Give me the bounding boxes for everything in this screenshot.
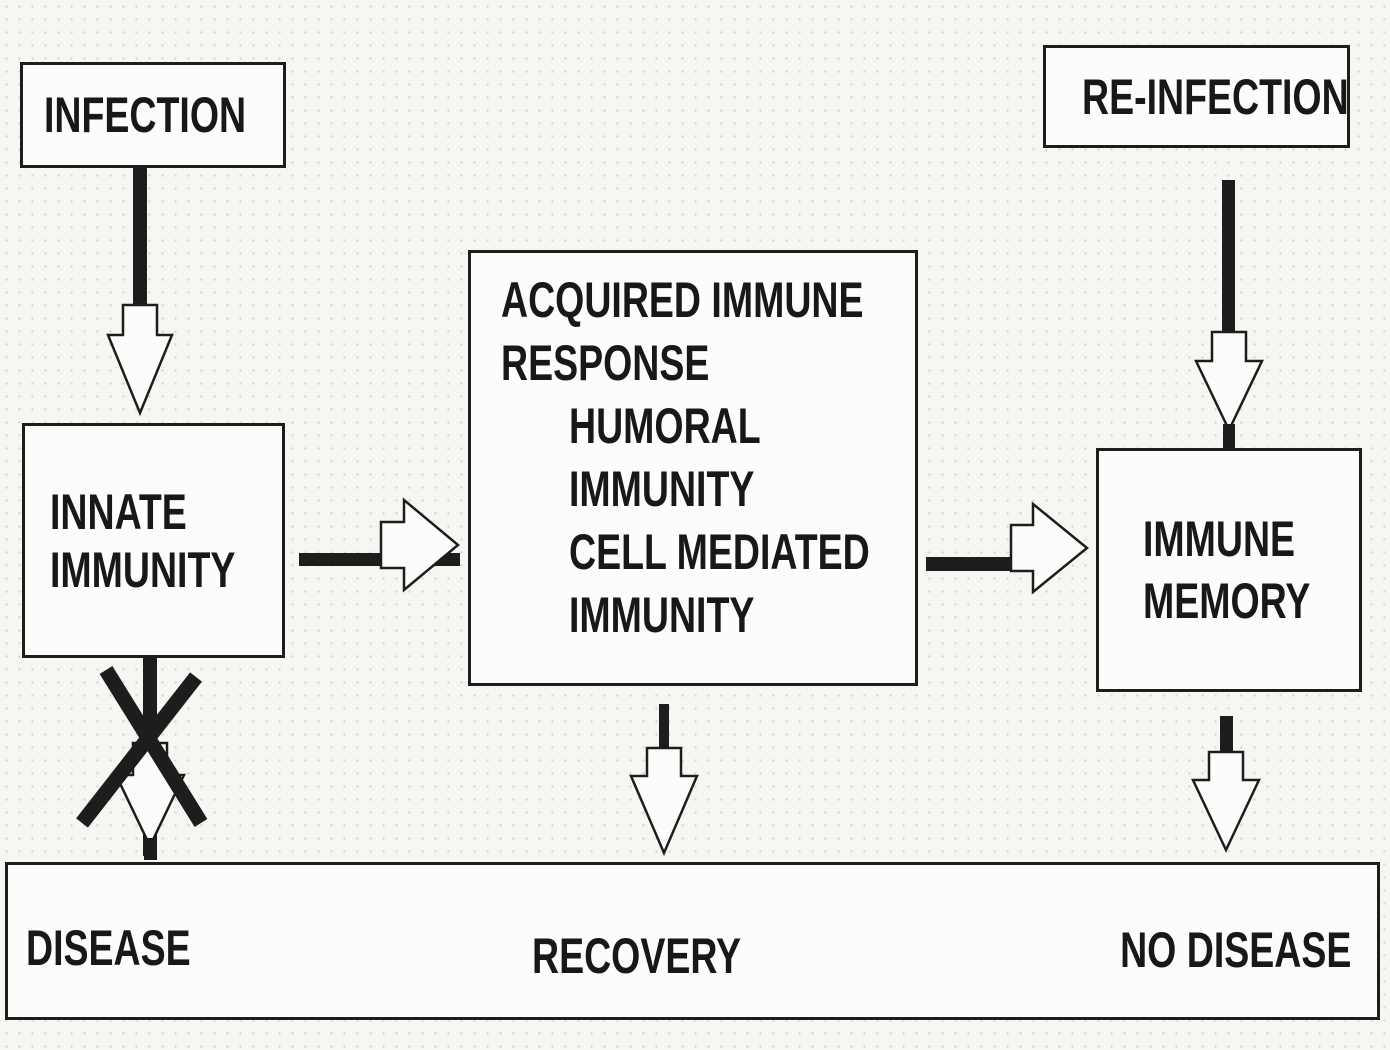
blocked-cross-icon — [76, 666, 208, 828]
acquired-subline-humoral: HUMORAL — [569, 398, 761, 454]
memory-down-arrowhead-icon — [1191, 750, 1261, 853]
infection-box: INFECTION — [20, 62, 286, 168]
reinfection-to-memory-line — [1222, 180, 1235, 334]
innate-right-arrowhead-icon — [379, 497, 460, 593]
re-infection-label: RE-INFECTION — [1082, 68, 1349, 125]
innate-to-disease-line — [143, 658, 157, 856]
innate-to-acquired-line — [299, 553, 460, 566]
memory-to-nodisease-line — [1220, 716, 1233, 756]
acquired-subline-cell-immunity: IMMUNITY — [569, 587, 755, 643]
immune-memory-label-line1: IMMUNE — [1143, 511, 1296, 567]
infection-label: INFECTION — [44, 87, 247, 143]
innate-immunity-box: INNATE IMMUNITY — [22, 423, 285, 658]
recovery-label: RECOVERY — [532, 928, 742, 984]
immune-memory-box: IMMUNE MEMORY — [1096, 448, 1362, 692]
acquired-down-arrowhead-icon — [629, 746, 699, 857]
infection-down-arrowhead-icon — [106, 303, 174, 417]
acquired-subline-humoral-immunity: IMMUNITY — [569, 461, 755, 517]
immune-memory-label-line2: MEMORY — [1143, 573, 1311, 629]
reinfection-down-arrowhead-icon — [1194, 330, 1264, 433]
innate-immunity-label-line1: INNATE — [50, 483, 187, 540]
acquired-right-arrowhead-icon — [1009, 501, 1089, 595]
re-infection-box: RE-INFECTION — [1043, 45, 1350, 148]
infection-to-innate-line — [133, 166, 147, 308]
acquired-immune-response-box: ACQUIRED IMMUNE RESPONSE HUMORAL IMMUNIT… — [468, 250, 918, 686]
acquired-heading-line1: ACQUIRED IMMUNE — [501, 272, 864, 328]
no-disease-label: NO DISEASE — [1119, 922, 1351, 978]
reinfection-arrow-stub — [1223, 424, 1235, 449]
disease-label: DISEASE — [26, 920, 191, 976]
outcome-bar: DISEASE RECOVERY NO DISEASE — [5, 862, 1380, 1020]
blocked-cross-stroke-2 — [76, 672, 202, 828]
blocked-cross-stroke-1 — [99, 666, 208, 827]
innate-immunity-label-line2: IMMUNITY — [50, 541, 236, 598]
innate-down-arrowhead-icon — [114, 741, 186, 849]
acquired-heading-line2: RESPONSE — [501, 335, 710, 391]
acquired-subline-cell-mediated: CELL MEDIATED — [569, 524, 870, 580]
acquired-to-memory-line — [926, 557, 1015, 571]
acquired-to-recovery-line — [659, 704, 669, 750]
innate-arrow-stub — [144, 838, 157, 860]
